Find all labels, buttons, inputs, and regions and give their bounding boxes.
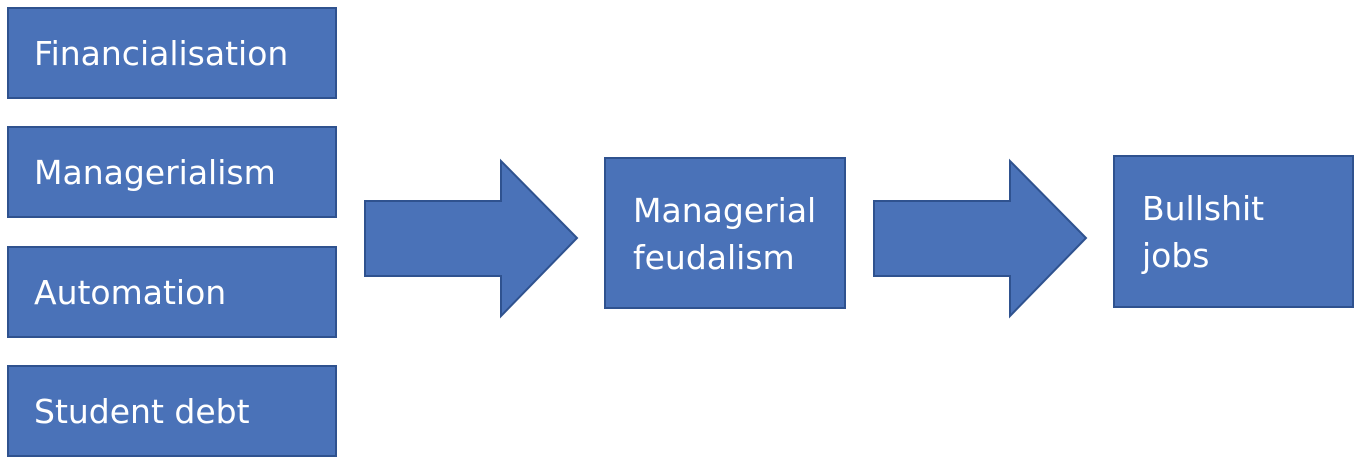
middle-label-line-1: Managerial (633, 191, 817, 230)
cause-label: Automation (34, 272, 227, 312)
cause-label: Student debt (34, 391, 250, 431)
cause-box-managerialism: Managerialism (7, 126, 337, 218)
cause-box-automation: Automation (7, 246, 337, 338)
result-label-line-2: jobs (1142, 236, 1210, 275)
arrow-shape (873, 158, 1088, 319)
right-arrow-icon (873, 158, 1088, 319)
arrow-shape (364, 158, 579, 319)
middle-label-line-2: feudalism (633, 238, 795, 277)
bullshit-jobs-box: Bullshit jobs (1113, 155, 1354, 308)
right-arrow-icon (364, 158, 579, 319)
result-label-line-1: Bullshit (1142, 189, 1265, 228)
cause-box-financialisation: Financialisation (7, 7, 337, 99)
managerial-feudalism-box: Managerial feudalism (604, 157, 846, 309)
cause-label: Financialisation (34, 33, 289, 73)
cause-label: Managerialism (34, 152, 276, 192)
cause-box-student-debt: Student debt (7, 365, 337, 457)
